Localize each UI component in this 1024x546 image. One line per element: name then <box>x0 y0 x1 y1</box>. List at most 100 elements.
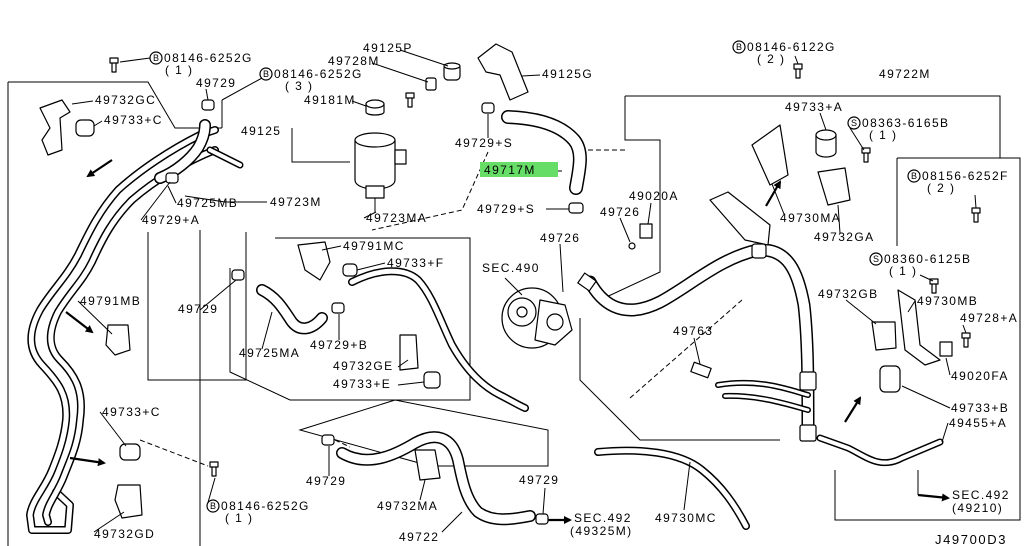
section-ref-part-number: (49325M) <box>570 524 633 538</box>
grommet-49733-b <box>879 365 901 393</box>
part-label-49732gb: 49732GB <box>818 287 879 301</box>
reservoir-49125 <box>354 132 407 212</box>
pipe-return-lines <box>715 379 811 413</box>
part-label-49020fa: 49020FA <box>951 369 1009 383</box>
part-label-49717m: 49717M <box>484 163 536 177</box>
power-steering-pump <box>501 272 597 349</box>
fastener-quantity: ( 1 ) <box>165 63 193 77</box>
part-label-49729-b: 49729+B <box>310 338 368 352</box>
fastener-quantity: ( 1 ) <box>889 264 917 278</box>
fastener-quantity: ( 3 ) <box>285 79 313 93</box>
fastener-part-number: 08360-6125B <box>884 252 971 266</box>
section-ref-490: SEC.490 <box>482 261 538 275</box>
section-ref-label: SEC.492 <box>574 511 632 525</box>
highlight-49717m <box>480 162 558 177</box>
part-label-49733-e: 49733+E <box>333 377 391 391</box>
part-label-49763: 49763 <box>673 324 713 338</box>
part-label-49732gd: 49732GD <box>94 527 155 541</box>
pipe-49723m-a <box>26 126 219 534</box>
part-label-49725mb: 49725MB <box>177 196 238 210</box>
part-label-49733-a: 49733+A <box>785 100 843 114</box>
bracket-49732gd <box>114 484 143 519</box>
bolt-symbol-letter: B <box>153 53 159 63</box>
fastener-part-number: 08146-6252G <box>164 51 253 65</box>
screw-symbol-letter: S <box>851 118 857 128</box>
direction-arrows <box>65 159 950 524</box>
fastener-callout: S 08363-6165B ( 1 ) <box>847 116 949 142</box>
part-label-49733-c: 49733+C <box>102 405 161 419</box>
fastener-callout: B 08146-6122G ( 2 ) <box>732 40 836 66</box>
part-label-49181m: 49181M <box>304 93 356 107</box>
grommet-49733-a <box>815 129 837 158</box>
part-label-49733-c: 49733+C <box>104 113 163 127</box>
part-labels: 49729 49732GC 49733+C 49725MB 49729+A 49… <box>80 41 1017 544</box>
bolt-symbol-letter: B <box>210 501 216 511</box>
bracket-49730mb <box>897 289 941 366</box>
part-label-49455-a: 49455+A <box>949 416 1007 430</box>
part-label-49732gc: 49732GC <box>95 93 156 107</box>
section-ref-492-right: SEC.492 (49210) <box>952 488 1008 515</box>
frame-lines <box>7 81 1021 546</box>
fastener-part-number: 08363-6165B <box>862 116 949 130</box>
hose-clamps <box>165 99 817 525</box>
bolt-icons <box>109 57 981 477</box>
grommet-49733-c-upper <box>75 119 95 137</box>
bolt-symbol-letter: B <box>736 42 742 52</box>
bolt-symbol-circle <box>149 51 163 65</box>
bracket-49732gc <box>39 99 71 156</box>
bracket-49730ma <box>751 124 789 186</box>
bracket-49732ge <box>399 334 419 371</box>
bracket-49732gb <box>871 321 897 351</box>
part-label-49729: 49729 <box>519 473 559 487</box>
bolt-symbol-letter: B <box>263 69 269 79</box>
grommet-49125p <box>443 62 461 81</box>
part-label-49726: 49726 <box>600 205 640 219</box>
fastener-quantity: ( 1 ) <box>225 511 253 525</box>
fastener-callout: S 08360-6125B ( 1 ) <box>869 252 971 278</box>
leader-lines <box>71 49 977 533</box>
part-label-49791mb: 49791MB <box>80 294 141 308</box>
fastener-quantity: ( 1 ) <box>869 128 897 142</box>
section-ref-part-number: (49210) <box>952 501 1003 515</box>
hose-49717m <box>501 110 587 195</box>
fastener-callout: B 08146-6252G ( 1 ) <box>206 499 308 525</box>
part-label-49729-s: 49729+S <box>455 136 513 150</box>
hose-49725mb <box>154 119 244 184</box>
part-label-49732ga: 49732GA <box>814 230 875 244</box>
part-label-49791mc: 49791MC <box>343 239 405 253</box>
spacer-49728m <box>425 77 437 91</box>
bolt-symbol-circle <box>732 40 746 54</box>
fastener-quantity: ( 2 ) <box>757 52 785 66</box>
pipe-49723m-b <box>42 146 219 526</box>
bracket-49732ma <box>414 449 441 481</box>
fastener-quantity: ( 2 ) <box>927 181 955 195</box>
part-label-49125g: 49125G <box>542 67 593 81</box>
bolt-symbol-circle <box>259 67 273 81</box>
pipe-49723ma <box>348 267 529 412</box>
bolt-symbol-circle <box>206 499 220 513</box>
part-label-49125: 49125 <box>241 124 281 138</box>
fastener-callout: B 08146-6252G ( 1 ) <box>149 51 253 77</box>
screw-symbol-circle <box>869 252 883 266</box>
fastener-part-number: 08156-6252F <box>922 169 1009 183</box>
part-label-49729: 49729 <box>178 302 218 316</box>
bolt-symbol-letter: B <box>911 171 917 181</box>
bracket-49125g <box>477 43 529 101</box>
pipe-49730mc <box>594 446 750 530</box>
part-label-49729-a: 49729+A <box>142 213 200 227</box>
part-label-49733-f: 49733+F <box>387 256 445 270</box>
bolt-symbol-circle <box>907 169 921 183</box>
part-label-49726: 49726 <box>540 231 580 245</box>
hose-49722 <box>336 431 536 526</box>
sensor-49763 <box>690 361 712 379</box>
part-label-49732ge: 49732GE <box>333 359 394 373</box>
part-label-49729-s: 49729+S <box>477 202 535 216</box>
section-ref-492-left: SEC.492 (49325M) <box>570 511 633 538</box>
bracket-49732ga <box>817 167 851 206</box>
bracket-49791mb <box>105 324 131 356</box>
fastener-part-number: 08146-6122G <box>747 40 836 54</box>
part-label-49125p: 49125P <box>363 41 413 55</box>
bracket-pipe-mount <box>709 191 771 246</box>
